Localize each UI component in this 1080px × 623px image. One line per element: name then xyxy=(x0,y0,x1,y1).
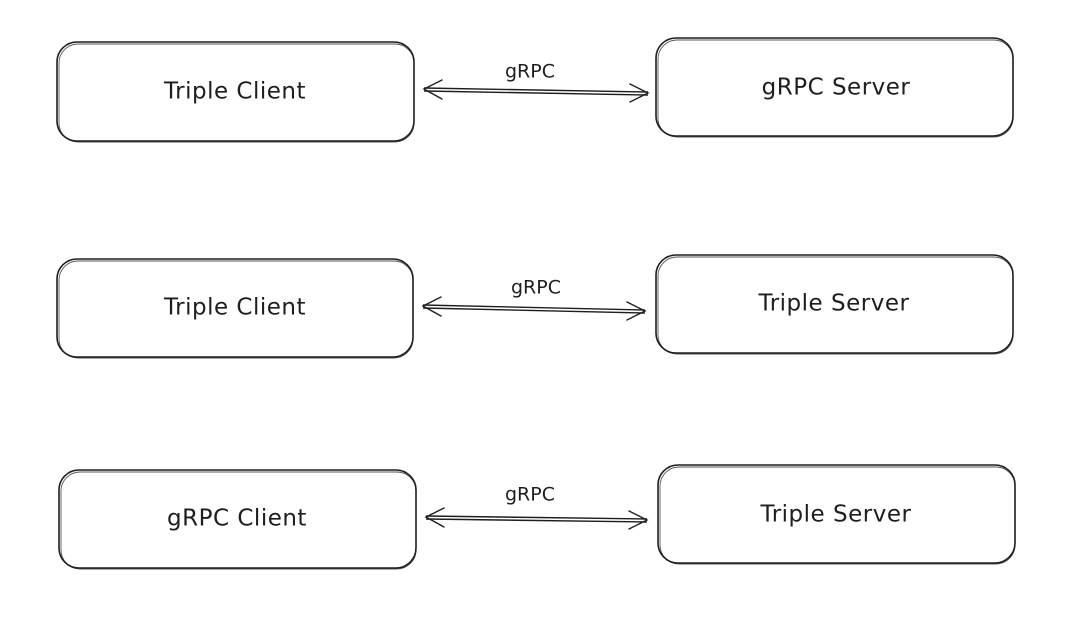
server-box-1: gRPC Server xyxy=(655,37,1014,138)
protocol-label-3: gRPC xyxy=(505,484,555,506)
client-box-2: Triple Client xyxy=(56,258,414,359)
protocol-label-2: gRPC xyxy=(511,277,561,299)
bidirectional-arrow-2: gRPC xyxy=(421,277,647,321)
client-label-3: gRPC Client xyxy=(167,506,307,532)
client-label-2: Triple Client xyxy=(163,295,306,321)
arrowhead-right-3 xyxy=(628,510,649,530)
protocol-label-1: gRPC xyxy=(505,61,555,83)
bidirectional-arrow-1: gRPC xyxy=(422,61,650,103)
diagram-row-2: Triple Client gRPC Triple Server xyxy=(56,254,1014,359)
arrowhead-left-3 xyxy=(424,507,445,528)
server-label-2: Triple Server xyxy=(758,291,910,317)
server-box-2: Triple Server xyxy=(655,254,1014,355)
arrowhead-right-1 xyxy=(629,83,650,103)
diagram-row-1: Triple Client gRPC gRPC Server xyxy=(56,37,1014,143)
client-box-3: gRPC Client xyxy=(58,469,417,570)
diagram-row-3: gRPC Client gRPC Triple Server xyxy=(58,464,1016,570)
arrowhead-right-2 xyxy=(626,301,647,321)
client-label-1: Triple Client xyxy=(163,79,306,105)
arrowhead-left-2 xyxy=(421,296,442,317)
client-box-1: Triple Client xyxy=(56,41,415,143)
server-label-1: gRPC Server xyxy=(762,75,911,101)
bidirectional-arrow-3: gRPC xyxy=(424,484,649,530)
arrowhead-left-1 xyxy=(422,79,443,100)
server-label-3: Triple Server xyxy=(760,502,912,528)
server-box-3: Triple Server xyxy=(657,464,1016,565)
